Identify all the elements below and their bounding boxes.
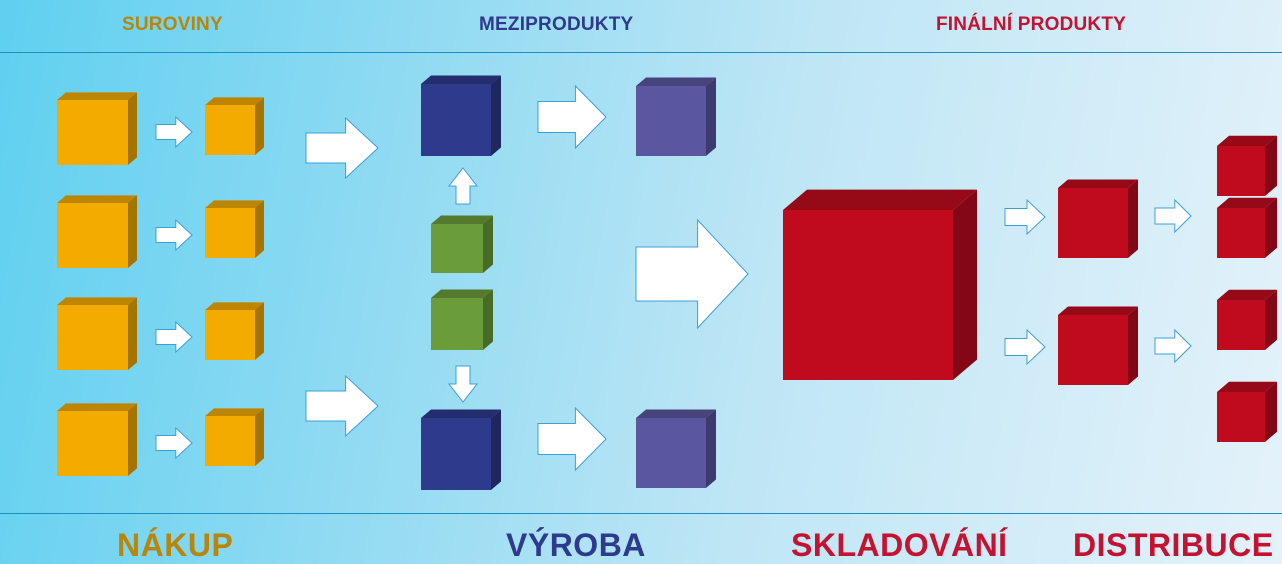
component-cube <box>431 215 493 273</box>
arrow-right-icon <box>155 426 193 460</box>
arrow-right-icon <box>155 320 193 354</box>
arrow-right-icon <box>635 218 749 330</box>
distribution-cube <box>1217 289 1277 350</box>
stage-skladovani: SKLADOVÁNÍ <box>791 527 1008 563</box>
top-divider <box>0 52 1282 53</box>
final-product-cube <box>1058 179 1138 258</box>
raw-part-cube <box>205 97 264 155</box>
arrow-right-icon <box>537 406 607 472</box>
raw-material-cube <box>57 195 137 268</box>
arrow-right-icon <box>1154 198 1192 234</box>
stage-nakup: NÁKUP <box>117 527 234 563</box>
distribution-cube <box>1217 381 1277 442</box>
intermediate-product-cube <box>636 77 716 156</box>
arrow-right-icon <box>155 115 193 149</box>
intermediate-cube <box>421 409 501 490</box>
raw-part-cube <box>205 302 264 360</box>
distribution-cube <box>1217 197 1277 258</box>
stage-vyroba: VÝROBA <box>506 527 646 563</box>
intermediate-cube <box>421 75 501 156</box>
header-suroviny: SUROVINY <box>122 14 223 35</box>
distribution-cube <box>1217 135 1277 196</box>
raw-part-cube <box>205 408 264 466</box>
arrow-right-icon <box>537 84 607 150</box>
raw-material-cube <box>57 403 137 476</box>
warehouse-cube <box>783 189 977 380</box>
component-cube <box>431 289 493 350</box>
arrow-right-icon <box>155 218 193 252</box>
stage-distribuce: DISTRIBUCE <box>1073 527 1274 563</box>
raw-material-cube <box>57 92 137 165</box>
bottom-divider <box>0 513 1282 514</box>
arrow-right-icon <box>1154 328 1192 364</box>
arrow-down-icon <box>447 365 479 403</box>
arrow-right-icon <box>305 374 379 438</box>
arrow-right-icon <box>305 116 379 180</box>
header-meziprodukty: MEZIPRODUKTY <box>479 14 634 35</box>
arrow-up-icon <box>447 167 479 205</box>
raw-part-cube <box>205 200 264 258</box>
header-finalni-produkty: FINÁLNÍ PRODUKTY <box>936 14 1127 35</box>
raw-material-cube <box>57 297 137 370</box>
intermediate-product-cube <box>636 409 716 488</box>
arrow-right-icon <box>1004 328 1046 366</box>
arrow-right-icon <box>1004 198 1046 236</box>
final-product-cube <box>1058 306 1138 385</box>
